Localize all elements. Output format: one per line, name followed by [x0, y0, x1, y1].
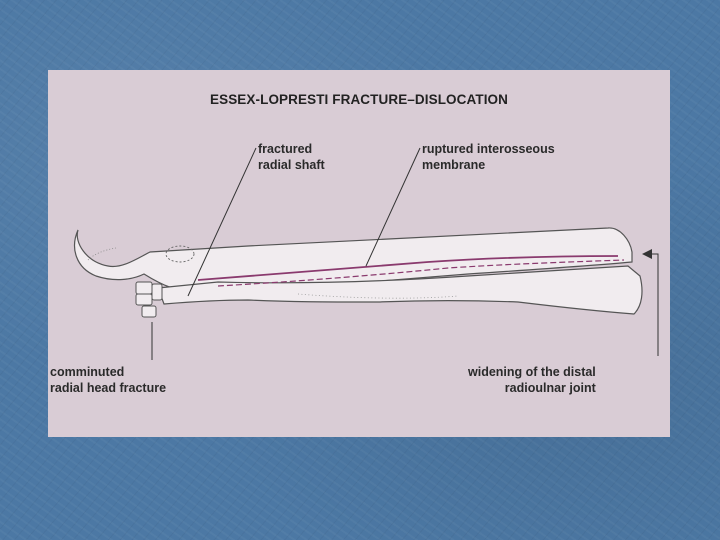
- ulna-bone: [74, 227, 633, 293]
- figure-title: ESSEX-LOPRESTI FRACTURE–DISLOCATION: [209, 92, 509, 107]
- label-fractured-radial-shaft-line-2: radial shaft: [258, 158, 325, 172]
- interosseous-membrane: [197, 255, 619, 281]
- label-ruptured-membrane-line-1: ruptured interosseous: [422, 142, 555, 156]
- leader-distal-radioulnar: [650, 253, 659, 356]
- label-druj-line-2: radioulnar joint: [504, 381, 596, 395]
- label-fractured-radial-shaft-line-1: fractured: [258, 142, 313, 156]
- figure-panel: ESSEX-LOPRESTI FRACTURE–DISLOCATION frac…: [48, 70, 670, 437]
- ulna-stipple: [87, 247, 117, 261]
- radial-head-fragment-4: [151, 283, 163, 301]
- label-widening-distal-radioulnar-joint: widening of the distal radioulnar joint: [468, 364, 596, 396]
- leader-fractured-radial-shaft: [187, 147, 257, 297]
- label-radial-head-line-2: radial head fracture: [50, 381, 167, 395]
- radial-head-fragment-1: [135, 281, 153, 295]
- radius-bone: [157, 265, 643, 315]
- interosseous-membrane-lower: [217, 259, 625, 287]
- forearm-illustration: [74, 147, 659, 360]
- label-fractured-radial-shaft: fractured radial shaft: [258, 141, 325, 173]
- label-druj-line-1: widening of the distal: [468, 365, 596, 379]
- olecranon-detail: [165, 245, 195, 263]
- label-ruptured-interosseous-membrane: ruptured interosseous membrane: [422, 141, 555, 173]
- radial-head-fragment-3: [141, 305, 157, 318]
- label-radial-head-line-1: comminuted: [50, 365, 125, 379]
- radial-head-fragment-2: [135, 293, 153, 306]
- leader-ruptured-membrane: [365, 147, 421, 267]
- radius-stipple: [297, 293, 459, 299]
- label-comminuted-radial-head-fracture: comminuted radial head fracture: [50, 364, 166, 396]
- arrowhead-distal-radioulnar: [642, 249, 652, 259]
- label-ruptured-membrane-line-2: membrane: [422, 158, 486, 172]
